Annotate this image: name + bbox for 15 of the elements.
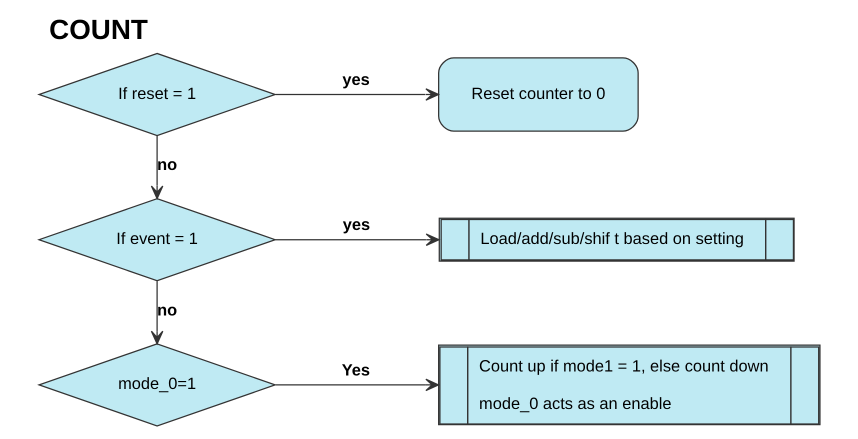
arrow [274, 233, 439, 246]
arrow [275, 378, 439, 392]
node-box: Reset counter to 0 [438, 57, 638, 132]
edge-label: no [156, 156, 177, 174]
arrow [150, 281, 163, 344]
node-diamond: mode_0=1 [36, 343, 277, 427]
edge-label: Yes [341, 361, 370, 380]
arrow [275, 88, 439, 101]
node-diamond: If reset = 1 [36, 52, 277, 136]
diagram-title: COUNT [48, 14, 148, 46]
edge-label: yes [342, 216, 370, 234]
edge-label: no [156, 301, 177, 320]
node-diamond: If event = 1 [36, 198, 277, 282]
edge-label: yes [342, 70, 370, 89]
arrow [150, 136, 163, 200]
